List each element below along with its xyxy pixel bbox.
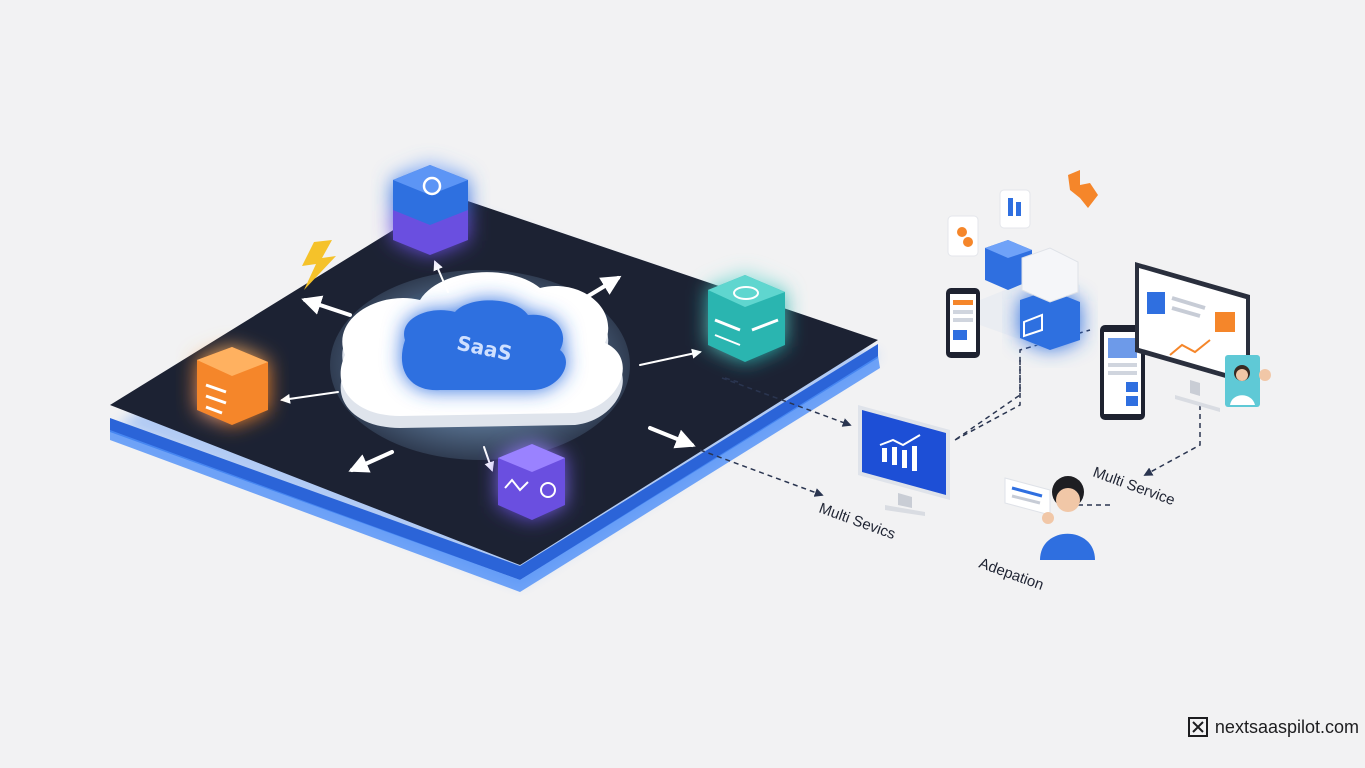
brand-watermark: nextsaaspilot.com (1187, 716, 1359, 738)
database-cube-icon (393, 165, 468, 255)
services-cluster (947, 170, 1098, 441)
document-cube-icon (197, 347, 268, 425)
smartphone-icon (946, 288, 980, 358)
brand-logo-icon (1187, 717, 1208, 737)
network-cube-icon (708, 275, 785, 362)
adaptation-label: Adepation (977, 555, 1046, 594)
user-avatar-icon (1004, 476, 1095, 560)
desktop-monitor-icon (1135, 262, 1250, 412)
multi-service-label: Multi Service (1091, 464, 1177, 509)
tablet-icon (1100, 325, 1145, 420)
platform-arrows (280, 260, 702, 473)
cloud-icon: SaaS (330, 270, 630, 460)
analytics-cube-icon (498, 444, 565, 520)
lightning-icon (302, 240, 336, 290)
monitor-chart-icon (858, 405, 950, 516)
user-avatar-icon (1225, 355, 1271, 407)
brand-domain[interactable]: nextsaaspilot.com (1214, 716, 1359, 737)
